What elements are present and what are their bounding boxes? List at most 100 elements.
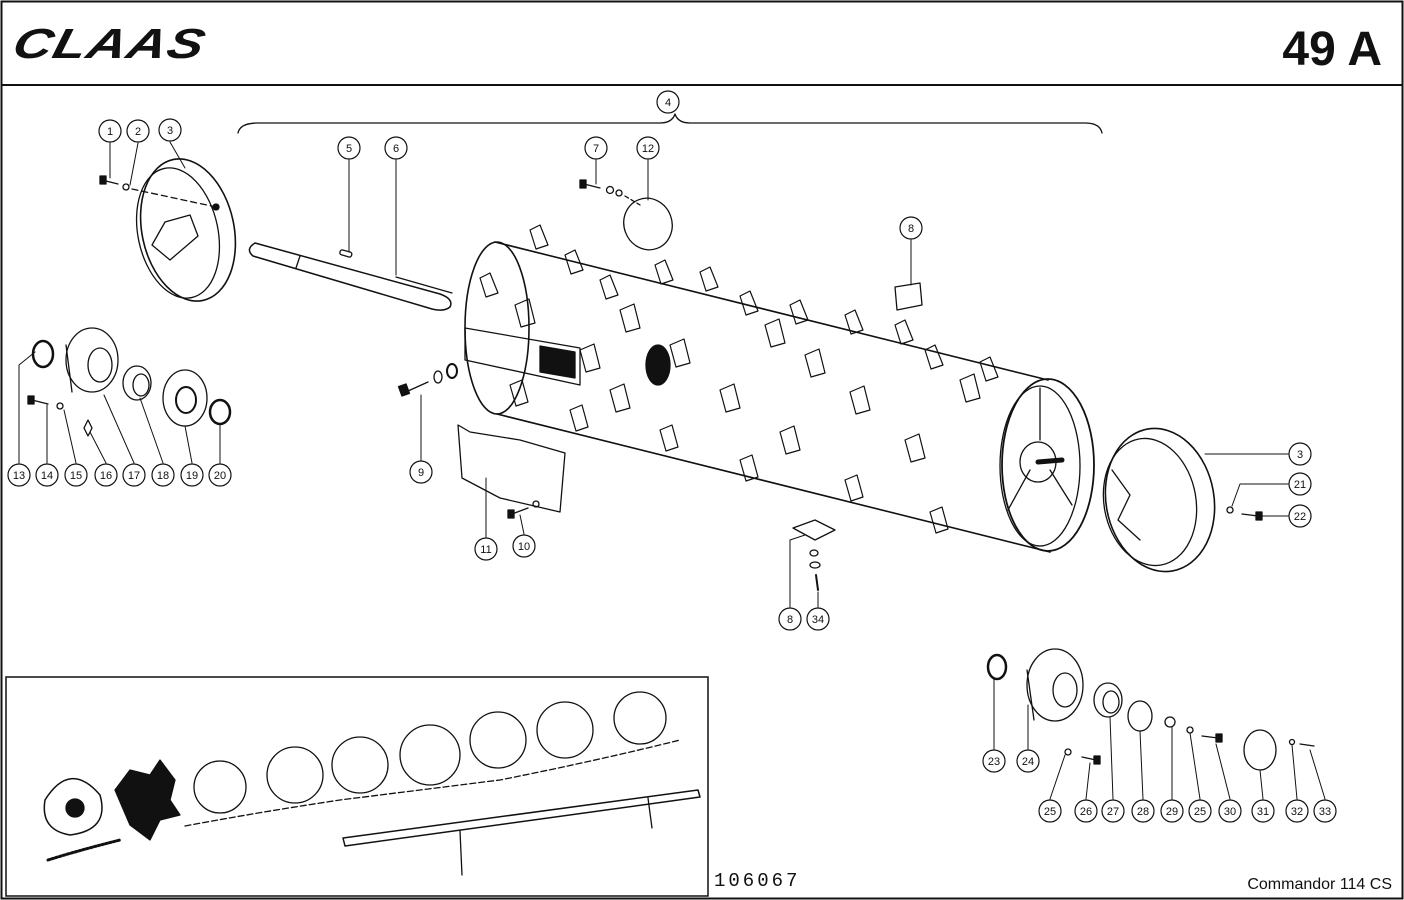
cover-plate-left — [135, 158, 237, 302]
washer — [615, 189, 623, 197]
callout-11: 11 — [474, 537, 498, 561]
svg-text:29: 29 — [1166, 806, 1178, 818]
callout-12: 12 — [636, 136, 660, 160]
svg-text:25: 25 — [1044, 806, 1056, 818]
callout-3: 3 — [158, 118, 182, 142]
svg-text:4: 4 — [665, 97, 671, 109]
callout-22: 22 — [1288, 504, 1312, 528]
callout-2: 2 — [126, 119, 150, 143]
shaft — [248, 242, 453, 311]
callout-34: 34 — [806, 607, 830, 631]
bearing-group-right — [986, 648, 1315, 771]
callout-6: 6 — [384, 136, 408, 160]
callout-9: 9 — [409, 460, 433, 484]
cover-disc-12 — [623, 197, 673, 251]
svg-text:26: 26 — [1080, 806, 1092, 818]
washer — [809, 561, 821, 569]
callout-3-right: 3 — [1288, 442, 1312, 466]
callout-25: 25 — [1038, 799, 1062, 823]
svg-text:32: 32 — [1291, 806, 1303, 818]
cover-plate-11 — [457, 424, 566, 513]
callout-20: 20 — [208, 463, 232, 487]
svg-text:10: 10 — [518, 541, 530, 553]
model-name: Commandor 114 CS — [1247, 876, 1392, 893]
callout-30: 30 — [1218, 799, 1242, 823]
bolt-7 — [579, 179, 601, 189]
bolt-22 — [1241, 511, 1263, 521]
svg-text:8: 8 — [787, 614, 793, 626]
svg-text:11: 11 — [480, 544, 491, 556]
callout-17: 17 — [122, 463, 146, 487]
callout-32: 32 — [1285, 799, 1309, 823]
bolt-34 — [815, 574, 819, 591]
drive-gear-inset — [43, 691, 701, 876]
washer — [605, 185, 615, 195]
callouts: 1 2 3 4 5 6 7 12 8 9 11 10 8 34 3 21 22 … — [7, 90, 1337, 823]
callout-25-b: 25 — [1188, 799, 1212, 823]
callout-31: 31 — [1251, 799, 1275, 823]
callout-8-bottom: 8 — [778, 607, 802, 631]
callout-33: 33 — [1313, 799, 1337, 823]
assembly-bracket — [237, 113, 1103, 134]
callout-29: 29 — [1160, 799, 1184, 823]
chopper-drum — [464, 241, 1095, 553]
callout-5: 5 — [337, 136, 361, 160]
callout-1: 1 — [98, 119, 122, 143]
svg-text:21: 21 — [1294, 479, 1306, 491]
callout-23: 23 — [982, 749, 1006, 773]
svg-text:3: 3 — [167, 125, 173, 137]
svg-text:30: 30 — [1224, 806, 1236, 818]
svg-text:3: 3 — [1297, 449, 1303, 461]
svg-text:5: 5 — [346, 143, 352, 155]
callout-10: 10 — [512, 534, 536, 558]
knife-holder-8 — [792, 519, 836, 541]
bolt-10 — [507, 500, 540, 519]
svg-text:1: 1 — [107, 126, 113, 138]
svg-text:2: 2 — [135, 126, 141, 138]
svg-text:25: 25 — [1194, 806, 1206, 818]
callout-18: 18 — [151, 463, 175, 487]
drawing-number: 106067 — [714, 870, 801, 892]
svg-text:34: 34 — [812, 614, 824, 626]
svg-text:31: 31 — [1257, 806, 1269, 818]
leader-lines — [18, 141, 1326, 800]
svg-text:8: 8 — [908, 223, 914, 235]
svg-text:7: 7 — [593, 143, 599, 155]
callout-13: 13 — [7, 463, 31, 487]
callout-15: 15 — [64, 463, 88, 487]
svg-text:18: 18 — [157, 470, 169, 482]
callout-8: 8 — [899, 216, 923, 240]
assembly-line — [131, 188, 217, 208]
callout-4: 4 — [656, 90, 680, 114]
callout-19: 19 — [180, 463, 204, 487]
assembly-line — [624, 195, 641, 206]
bolt-1 — [99, 175, 119, 185]
svg-text:12: 12 — [642, 143, 654, 155]
bearing-group-left — [27, 327, 232, 437]
washer-21 — [1226, 506, 1234, 514]
svg-text:27: 27 — [1107, 806, 1119, 818]
svg-text:13: 13 — [13, 470, 25, 482]
callout-7: 7 — [584, 136, 608, 160]
callout-21: 21 — [1288, 472, 1312, 496]
page-number: 49 A — [1282, 23, 1382, 76]
callout-24: 24 — [1016, 749, 1040, 773]
callout-26: 26 — [1074, 799, 1098, 823]
svg-text:6: 6 — [393, 143, 399, 155]
drum-knives — [479, 224, 999, 534]
callout-16: 16 — [94, 463, 118, 487]
nut — [809, 549, 819, 557]
bolt-9 — [397, 363, 458, 397]
svg-text:20: 20 — [214, 470, 226, 482]
svg-text:22: 22 — [1294, 511, 1306, 523]
svg-text:16: 16 — [100, 470, 112, 482]
svg-text:24: 24 — [1022, 756, 1034, 768]
svg-text:28: 28 — [1137, 806, 1149, 818]
svg-text:17: 17 — [128, 470, 140, 482]
svg-text:23: 23 — [988, 756, 1000, 768]
svg-text:9: 9 — [418, 467, 424, 479]
callout-28: 28 — [1131, 799, 1155, 823]
